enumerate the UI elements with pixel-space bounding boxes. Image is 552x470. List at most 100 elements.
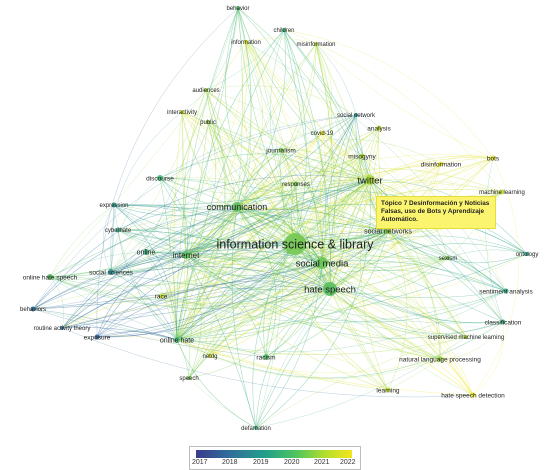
node-label-expression[interactable]: expression [99,203,128,209]
node-misogyny[interactable] [359,153,365,159]
node-label-online[interactable]: online [137,249,156,256]
node-hate-speech-detection[interactable] [470,392,476,398]
edge-natural-language-processing-to-classification [439,321,504,360]
node-interactivity[interactable] [180,110,184,114]
node-sexism[interactable] [446,256,450,260]
node-misinformation[interactable] [314,42,318,46]
node-natural-language-processing[interactable] [437,356,443,362]
node-hate-speech[interactable] [323,282,337,296]
node-label-audiences[interactable]: audiences [192,88,219,94]
edge-online-hate-to-classification [176,321,504,379]
node-label-social-media[interactable]: social media [296,258,350,269]
node-label-children[interactable]: children [273,28,294,34]
node-responses[interactable] [293,181,299,187]
node-social-sciences[interactable] [108,269,114,275]
node-label-sentiment-analysis[interactable]: sentiment analysis [479,288,533,295]
node-label-misogyny[interactable]: misogyny [348,153,376,160]
node-online-hate[interactable] [174,337,180,343]
node-disinformation[interactable] [438,161,444,167]
edge-information-to-misinformation [245,37,317,45]
node-label-routine-activity-theory[interactable]: routine activity theory [34,326,91,332]
node-label-supervised-machine-learning[interactable]: supervised machine learning [428,335,504,341]
node-label-online-hate-speech[interactable]: online hate speech [23,274,78,281]
node-label-exposure[interactable]: exposure [84,334,111,341]
node-social-media[interactable] [316,257,328,269]
node-label-race[interactable]: race [155,293,168,300]
node-journalism[interactable] [278,147,284,153]
node-label-social-sciences[interactable]: social sciences [89,269,133,276]
node-label-online-hate[interactable]: online hate [160,337,194,344]
node-online-hate-speech[interactable] [47,274,53,280]
node-behaviors[interactable] [30,306,36,312]
node-label-learning[interactable]: learning [376,387,400,394]
node-label-classification[interactable]: classification [485,319,522,326]
node-supervised-machine-learning[interactable] [464,335,468,339]
node-sentiment-analysis[interactable] [503,288,509,294]
node-label-natural-language-processing[interactable]: natural language processing [399,356,481,363]
node-exposure[interactable] [94,334,100,340]
node-classification[interactable] [500,319,506,325]
node-label-hate-speech-detection[interactable]: hate speech detection [441,392,505,399]
node-speech[interactable] [187,376,191,380]
node-twitter[interactable] [365,175,375,185]
node-label-racism[interactable]: racism [256,354,275,361]
node-label-analysis[interactable]: analysis [367,125,391,132]
node-label-public[interactable]: public [200,120,216,126]
node-label-behaviors[interactable]: behaviors [20,307,46,313]
node-cyberhate[interactable] [115,227,121,233]
node-label-behavior[interactable]: behavior [226,6,249,12]
node-label-misinformation[interactable]: misinformation [296,42,335,48]
node-label-internet[interactable]: internet [173,251,200,260]
node-audiences[interactable] [204,88,208,92]
node-label-netdg[interactable]: netdg [202,354,217,360]
node-race[interactable] [158,293,164,299]
node-label-speech[interactable]: speech [179,376,198,382]
node-public[interactable] [206,120,210,124]
node-racism[interactable] [263,354,269,360]
node-label-social-networks[interactable]: social networks [364,228,412,235]
node-label-covid-19[interactable]: covid-19 [311,131,334,137]
edge-internet-to-hate-speech [185,253,331,290]
node-discourse[interactable] [157,175,163,181]
node-label-hate-speech[interactable]: hate speech [304,284,356,295]
node-label-journalism[interactable]: journalism [265,147,296,154]
node-learning[interactable] [385,387,391,393]
node-internet[interactable] [182,251,190,259]
node-routine-activity-theory[interactable] [60,326,64,330]
node-label-responses[interactable]: responses [282,182,310,188]
node-social-networks[interactable] [385,228,391,234]
node-machine-learning[interactable] [499,189,505,195]
node-information[interactable] [244,40,248,44]
node-label-ontology[interactable]: ontology [516,252,539,258]
node-expression[interactable] [111,202,117,208]
node-label-information-science-library[interactable]: information science & library [216,237,374,251]
node-label-defamation[interactable]: defamation [241,426,271,432]
node-communication[interactable] [232,202,242,212]
node-netdg[interactable] [208,354,212,358]
node-label-social-network[interactable]: social network [337,113,376,119]
node-label-cyberhate[interactable]: cyberhate [105,228,132,234]
node-label-disinformation[interactable]: disinformation [421,161,462,168]
node-ontology[interactable] [525,252,529,256]
node-label-interactivity[interactable]: interactivity [167,110,197,116]
node-label-discourse[interactable]: discourse [146,175,174,182]
node-label-sexism[interactable]: sexism [439,256,458,262]
node-information-science-library[interactable] [284,233,306,255]
node-label-bots[interactable]: bots [487,155,500,162]
node-label-information[interactable]: information [231,40,261,46]
node-covid-19[interactable] [320,131,324,135]
node-bots[interactable] [490,155,496,161]
node-online[interactable] [143,249,149,255]
node-behavior[interactable] [236,6,240,10]
node-analysis[interactable] [376,125,382,131]
node-defamation[interactable] [254,426,258,430]
node-label-machine-learning[interactable]: machine learning [479,190,525,196]
edge-online-hate-to-public [176,121,209,341]
node-children[interactable] [282,28,286,32]
node-social-network[interactable] [354,113,358,117]
edge-sexism-to-online-hate [176,257,449,341]
edge-disinformation-to-bots [440,154,494,165]
node-label-communication[interactable]: communication [207,202,268,212]
node-label-twitter[interactable]: twitter [357,175,382,186]
